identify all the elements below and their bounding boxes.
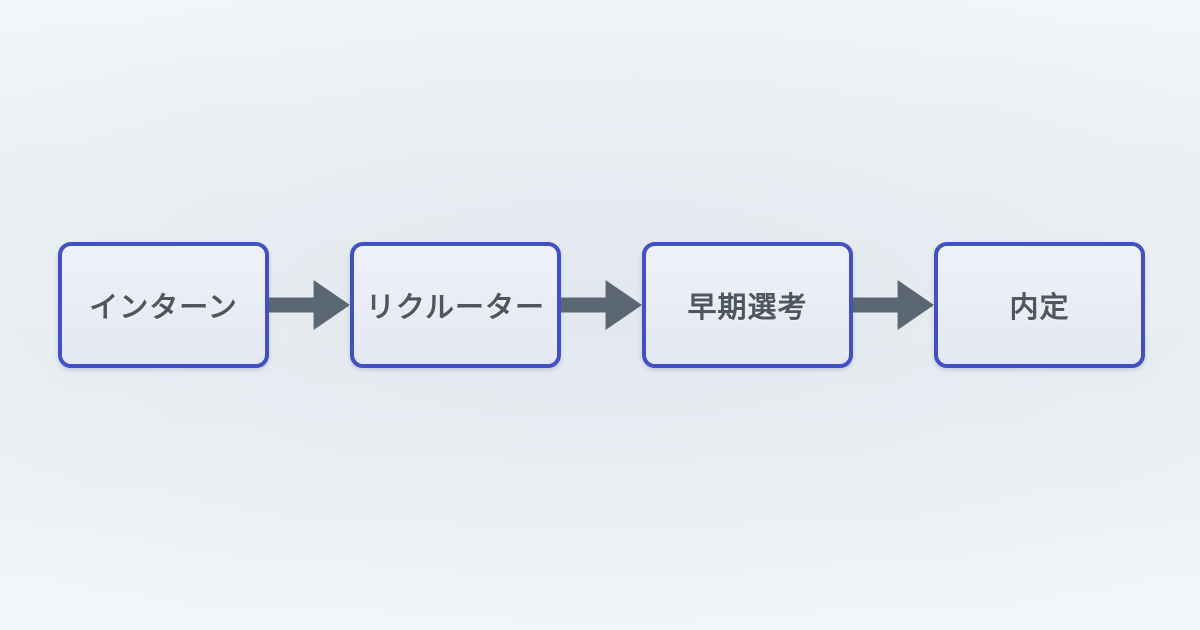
flow-node-early-selection: 早期選考 <box>642 242 853 368</box>
connector-intern-to-recruiter <box>269 279 350 331</box>
flow-node-intern-label: インターン <box>89 292 238 324</box>
flow-node-recruiter-label: リクルーター <box>365 292 546 324</box>
flow-node-offer: 内定 <box>934 242 1145 368</box>
flow-node-offer-label: 内定 <box>1009 292 1070 324</box>
flow-row: インターン リクルーター 早期選考 内定 <box>58 242 1145 368</box>
flow-node-recruiter: リクルーター <box>350 242 561 368</box>
arrow-right-icon <box>853 280 934 330</box>
flow-node-early-selection-label: 早期選考 <box>687 292 808 324</box>
flow-node-intern: インターン <box>58 242 269 368</box>
arrow-right-icon <box>269 280 350 330</box>
connector-early-selection-to-offer <box>853 279 934 331</box>
arrow-right-icon <box>561 280 642 330</box>
connector-recruiter-to-early-selection <box>561 279 642 331</box>
